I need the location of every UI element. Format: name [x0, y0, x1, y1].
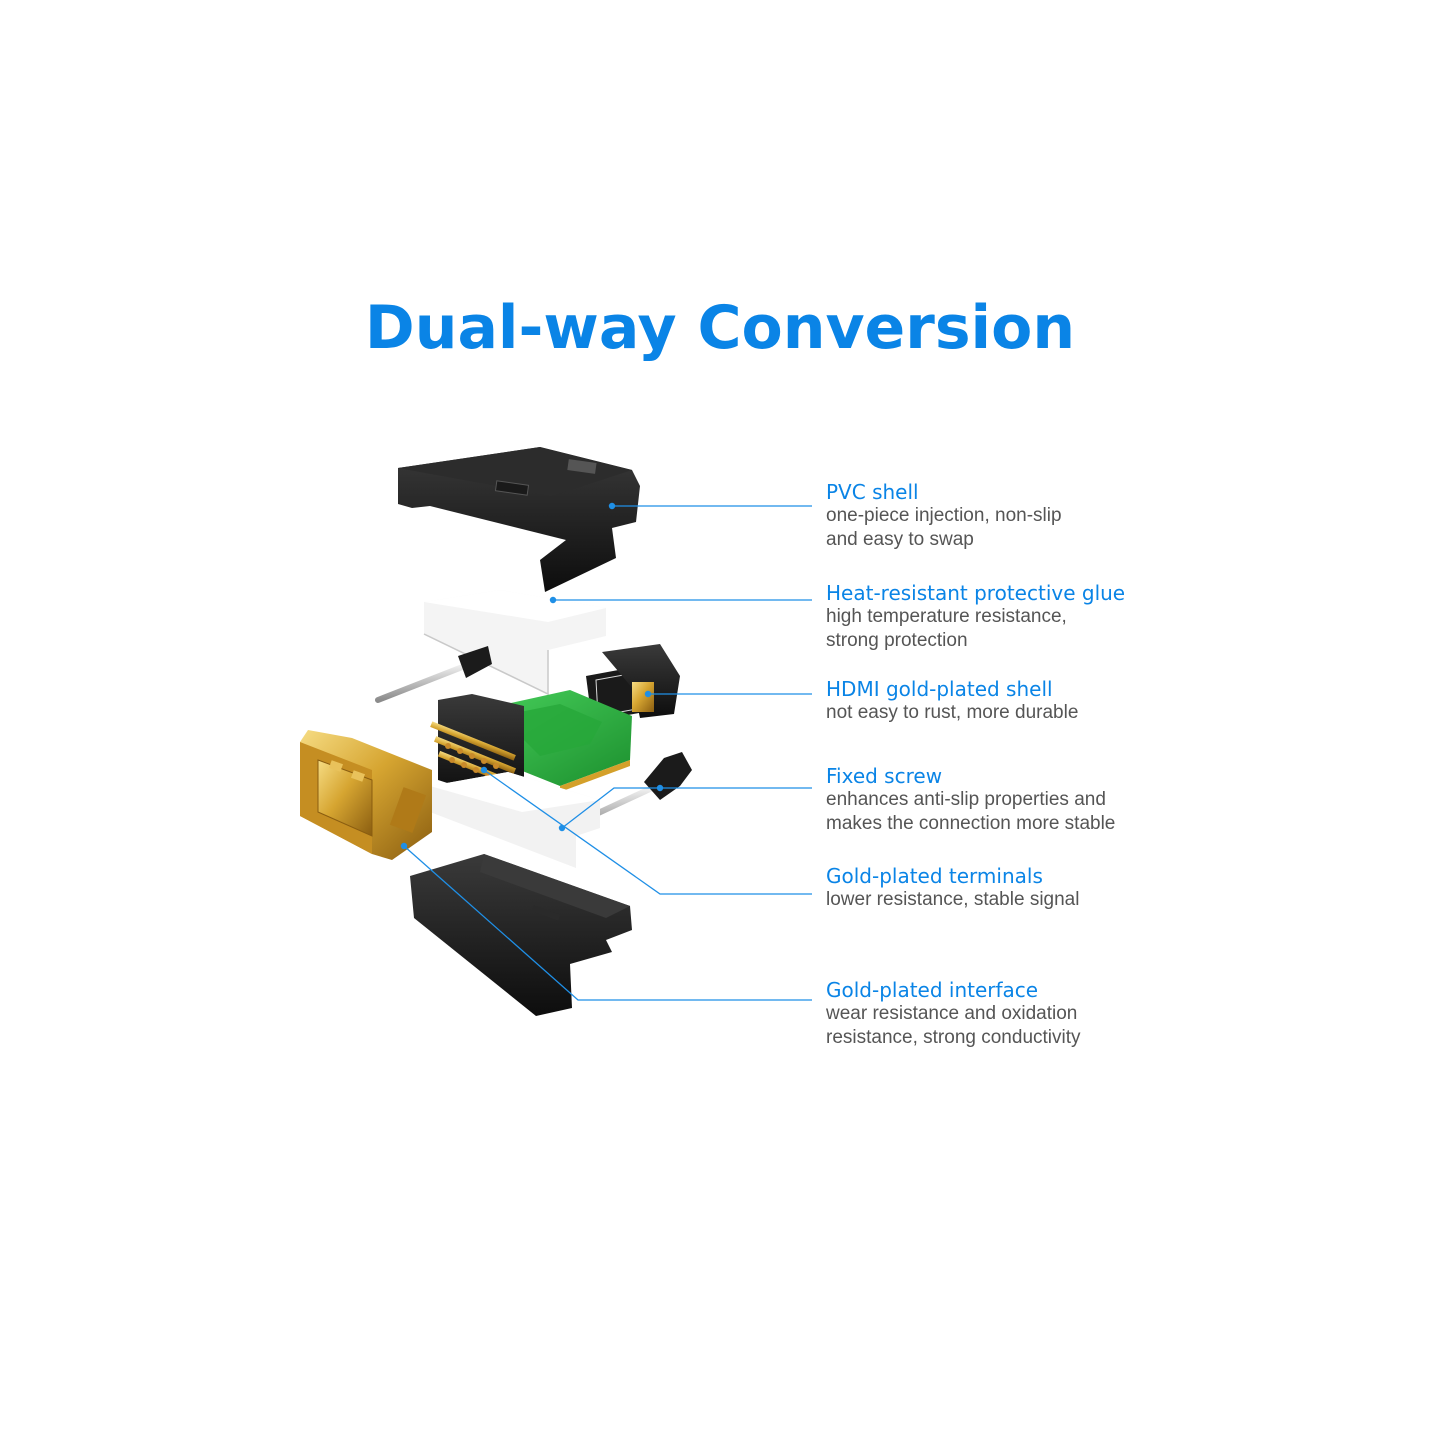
leader-line-screw: [558, 784, 812, 832]
leader-line-hdmi-shell: [644, 690, 812, 698]
callout-description: not easy to rust, more durable: [826, 702, 1079, 723]
callout-heading: HDMI gold-plated shell: [826, 677, 1053, 701]
callout-protective-glue: Heat-resistant protective glue high temp…: [826, 581, 1246, 653]
fixed-screw-left: [375, 646, 492, 703]
callout-fixed-screw: Fixed screw enhances anti-slip propertie…: [826, 764, 1246, 836]
protective-glue-top: [423, 590, 606, 696]
callout-description: wear resistance and oxidation resistance…: [826, 1003, 1081, 1048]
callout-heading: Fixed screw: [826, 764, 943, 788]
callout-gold-terminals: Gold-plated terminals lower resistance, …: [826, 864, 1246, 912]
pvc-shell-top: [398, 447, 640, 592]
callout-description: lower resistance, stable signal: [826, 889, 1080, 910]
page-title: Dual-way Conversion: [364, 293, 1076, 363]
dvi-gold-interface: [300, 730, 432, 860]
callout-heading: Heat-resistant protective glue: [826, 581, 1126, 605]
callout-heading: PVC shell: [826, 480, 919, 504]
pvc-shell-bottom: [410, 854, 632, 1016]
leader-line-glue: [549, 596, 812, 604]
leader-line-pvc-shell: [608, 502, 812, 510]
callout-description: enhances anti-slip properties and makes …: [826, 789, 1116, 834]
callout-gold-interface: Gold-plated interface wear resistance an…: [826, 978, 1246, 1050]
callout-heading: Gold-plated interface: [826, 978, 1039, 1002]
callout-pvc-shell: PVC shell one-piece injection, non-slip …: [826, 480, 1246, 552]
callout-hdmi-shell: HDMI gold-plated shell not easy to rust,…: [826, 677, 1246, 725]
callout-heading: Gold-plated terminals: [826, 864, 1043, 888]
leader-line-interface: [400, 842, 812, 1001]
leader-line-terminals: [480, 766, 812, 895]
callout-description: one-piece injection, non-slip and easy t…: [826, 505, 1062, 550]
callout-description: high temperature resistance, strong prot…: [826, 606, 1067, 651]
